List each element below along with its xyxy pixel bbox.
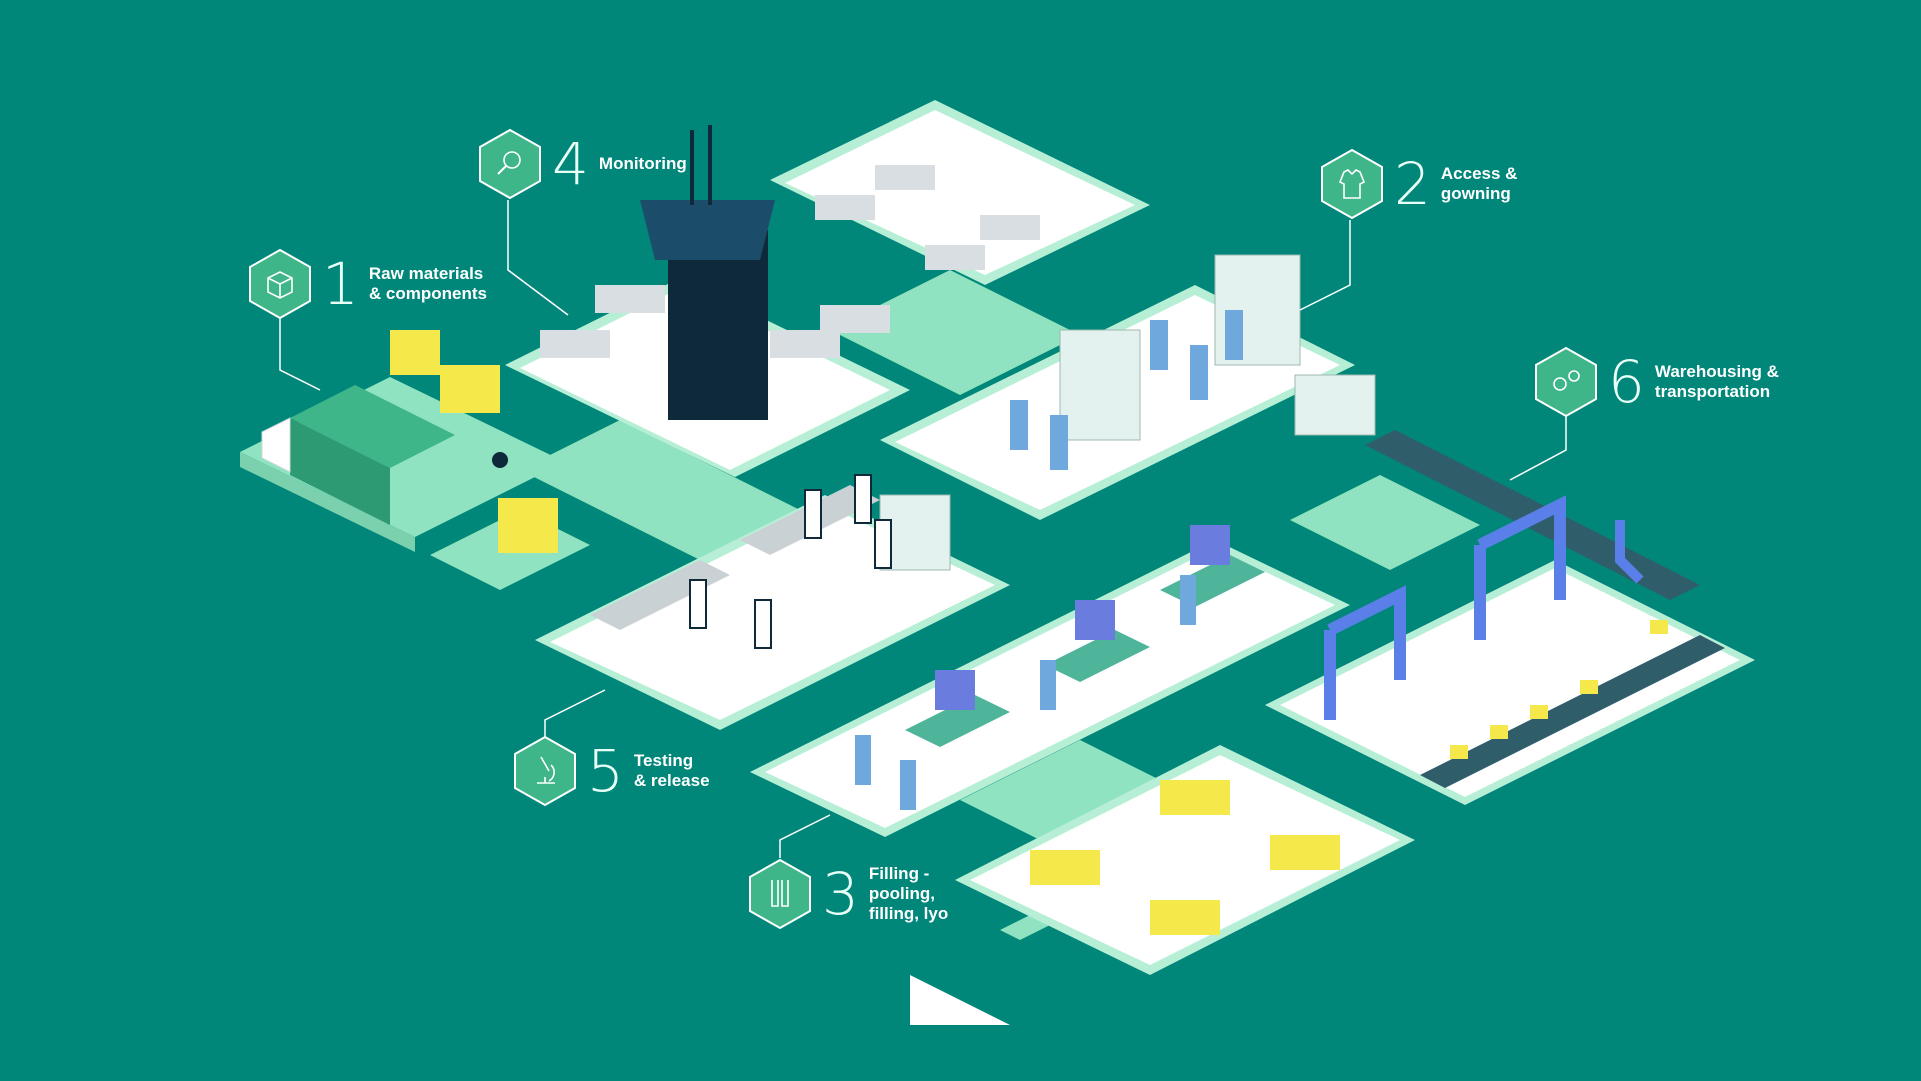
zone-monitoring-office xyxy=(505,100,1150,477)
lab-scientists xyxy=(689,474,892,649)
zone-raw-materials xyxy=(240,330,590,590)
box-icon xyxy=(248,248,312,320)
step-1: 1 Raw materials & components xyxy=(248,248,487,320)
control-tower xyxy=(668,230,768,420)
flask-icon xyxy=(748,858,812,930)
step-4: 4 Monitoring xyxy=(478,128,687,200)
gown-icon xyxy=(1320,148,1384,220)
step-label: Access & gowning xyxy=(1440,164,1518,203)
step-number: 4 xyxy=(552,130,589,198)
step-2: 2 Access & gowning xyxy=(1320,148,1517,220)
gears-icon xyxy=(1534,346,1598,418)
microscope-icon xyxy=(513,735,577,807)
zone-testing-lab xyxy=(535,474,1010,730)
step-3: 3 Filling - pooling, filling, lyo xyxy=(748,858,948,930)
step-label: Testing & release xyxy=(633,751,710,790)
zone-filling-line xyxy=(750,525,1350,837)
packing-crates xyxy=(1030,780,1340,935)
zone-packing-floor xyxy=(955,745,1415,975)
step-number: 2 xyxy=(1394,150,1431,218)
step-number: 1 xyxy=(322,250,359,318)
step-label: Filling - pooling, filling, lyo xyxy=(868,864,949,923)
step-label: Warehousing & transportation xyxy=(1654,362,1779,401)
step-6: 6 Warehousing & transportation xyxy=(1534,346,1779,418)
truck-trailer xyxy=(290,385,455,468)
gowned-staff xyxy=(1010,310,1243,470)
exit-arrow xyxy=(910,975,1010,1025)
step-label: Raw materials & components xyxy=(368,264,487,303)
step-number: 5 xyxy=(587,737,624,805)
zone-access-gowning-room xyxy=(880,254,1355,520)
magnifier-icon xyxy=(478,128,542,200)
worker xyxy=(492,452,508,468)
crate-pallet xyxy=(498,498,558,553)
step-number: 3 xyxy=(822,860,859,928)
step-label: Monitoring xyxy=(598,154,687,173)
step-5: 5 Testing & release xyxy=(513,735,710,807)
forklift xyxy=(390,330,440,375)
scanner-gate xyxy=(1324,585,1406,720)
zone-warehouse-conveyor xyxy=(1265,374,1755,805)
crate-stack xyxy=(440,365,500,413)
robot-arm xyxy=(1615,520,1644,584)
operators xyxy=(855,575,1196,810)
step-number: 6 xyxy=(1608,348,1645,416)
callout-lines xyxy=(279,200,1567,858)
